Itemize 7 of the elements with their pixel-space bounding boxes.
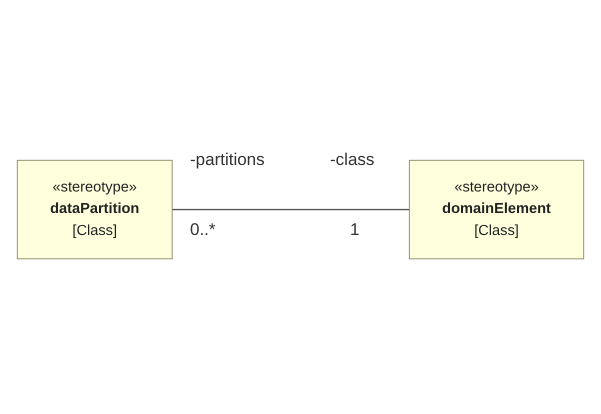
multiplicity: 0..* bbox=[190, 220, 216, 240]
multiplicity: 1 bbox=[350, 220, 360, 240]
role-name: -partitions bbox=[190, 150, 265, 170]
node-box: «stereotype» domainElement [Class] bbox=[408, 160, 584, 260]
role-name: -class bbox=[330, 150, 374, 170]
connector bbox=[172, 209, 410, 211]
node-box: «stereotype» dataPartition [Class] bbox=[16, 160, 173, 260]
